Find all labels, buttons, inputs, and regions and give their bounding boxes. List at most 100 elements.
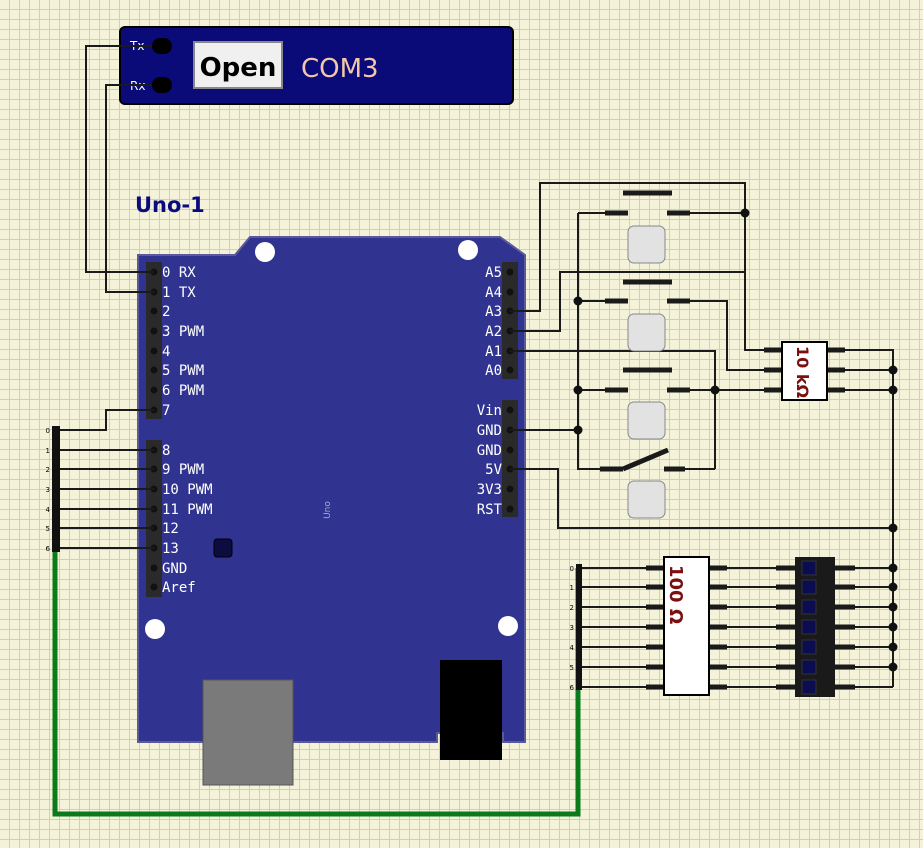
- button-cap[interactable]: [627, 401, 666, 440]
- mount-hole: [498, 616, 518, 636]
- button-cap[interactable]: [627, 225, 666, 264]
- junction-dots: [573, 208, 898, 672]
- pushbutton-2[interactable]: [605, 279, 690, 352]
- wire-tx-to-rx[interactable]: [85, 45, 154, 273]
- wire-btn2-right[interactable]: [690, 300, 780, 371]
- led-cell: [801, 599, 817, 615]
- right-bus-bar: [576, 564, 582, 690]
- wire-group: [60, 45, 894, 687]
- board-pin-label: 7: [162, 403, 170, 419]
- bus-pin-label: 6: [570, 684, 575, 692]
- board-pin-left[interactable]: [150, 366, 158, 374]
- wire-junction: [740, 208, 750, 218]
- led-cell: [801, 659, 817, 675]
- board-pin-label: 1 TX: [162, 285, 196, 301]
- open-button[interactable]: [193, 41, 283, 89]
- bus-pin-label: 2: [46, 466, 50, 474]
- led-cell: [801, 679, 817, 695]
- board-pin-left[interactable]: [150, 386, 158, 394]
- board-pin-left[interactable]: [150, 564, 158, 572]
- wire-5v[interactable]: [510, 349, 894, 529]
- wire-junction: [888, 523, 898, 533]
- wire-a3[interactable]: [510, 182, 780, 351]
- board-pin-right[interactable]: [506, 268, 514, 276]
- wire-rx-to-tx[interactable]: [105, 84, 154, 293]
- bus-pin-label: 6: [46, 545, 51, 553]
- wire-junction: [888, 642, 898, 652]
- mount-hole: [145, 619, 165, 639]
- board-pin-left[interactable]: [150, 307, 158, 315]
- board-pin-label: GND: [477, 443, 502, 459]
- green-bus-wire[interactable]: [52, 430, 581, 817]
- left-header-bottom: [146, 440, 162, 597]
- board-title: Uno-1: [135, 193, 205, 217]
- wire-junction: [710, 385, 720, 395]
- board-pin-label: 5V: [485, 462, 502, 478]
- board-pin-right[interactable]: [506, 485, 514, 493]
- board-pin-right[interactable]: [506, 366, 514, 374]
- wire-a1[interactable]: [510, 350, 716, 469]
- bus-pin-label: 3: [570, 624, 574, 632]
- wire-junction: [573, 296, 583, 306]
- board-pin-label: 2: [162, 304, 170, 320]
- bus-pin-label: 3: [46, 486, 50, 494]
- bus-pin-label: 4: [46, 506, 51, 514]
- board-pin-right[interactable]: [506, 288, 514, 296]
- board-pin-left[interactable]: [150, 347, 158, 355]
- led-array[interactable]: [795, 557, 835, 697]
- reset-button[interactable]: [213, 538, 233, 558]
- power-jack: [440, 660, 502, 760]
- bus-pin-label: 0: [46, 427, 50, 435]
- board-pin-label: Aref: [162, 580, 196, 596]
- led-cell: [801, 560, 817, 576]
- wire-pin7[interactable]: [60, 409, 154, 431]
- led-cell: [801, 639, 817, 655]
- tx-pin[interactable]: [152, 38, 172, 54]
- board-pin-label: 12: [162, 521, 179, 537]
- button-cap[interactable]: [627, 480, 666, 519]
- wire-a2[interactable]: [510, 271, 745, 332]
- resistor-pullup[interactable]: 10 kΩ: [764, 341, 845, 401]
- board-pin-label: 8: [162, 443, 170, 459]
- board-pin-label: 3 PWM: [162, 324, 204, 340]
- bus-pin-label: 5: [570, 664, 574, 672]
- right-header-analog: [502, 262, 518, 379]
- bus-pin-label: 0: [570, 565, 574, 573]
- board-pin-label: A1: [485, 344, 502, 360]
- button-cap[interactable]: [627, 313, 666, 352]
- switch-4[interactable]: [600, 447, 685, 519]
- wire-junction: [888, 602, 898, 612]
- wire-junction: [888, 582, 898, 592]
- rx-pin[interactable]: [152, 77, 172, 93]
- mount-hole: [255, 242, 275, 262]
- wire-junction: [888, 563, 898, 573]
- board-pin-label: A0: [485, 363, 502, 379]
- board-pin-label: 5 PWM: [162, 363, 204, 379]
- board-pin-label: 10 PWM: [162, 482, 213, 498]
- board-pin-left[interactable]: [150, 583, 158, 591]
- wire-junction: [573, 385, 583, 395]
- board-pin-right[interactable]: [506, 505, 514, 513]
- board-pin-label: A5: [485, 265, 502, 281]
- board-pin-label: A4: [485, 285, 502, 301]
- board-pin-label: RST: [477, 502, 503, 518]
- board-pin-right[interactable]: [506, 406, 514, 414]
- pushbutton-1[interactable]: [605, 190, 690, 264]
- open-button-label: Open: [200, 53, 277, 83]
- board-pin-label: A3: [485, 304, 502, 320]
- resistor-segments[interactable]: 100 Ω: [582, 556, 893, 696]
- board-pin-label: 6 PWM: [162, 383, 204, 399]
- board-silkscreen: Uno: [323, 501, 333, 519]
- board-pin-right[interactable]: [506, 446, 514, 454]
- pushbutton-3[interactable]: [605, 367, 690, 440]
- board-pin-left[interactable]: [150, 327, 158, 335]
- board-pin-label: GND: [477, 423, 502, 439]
- serial-port-component[interactable]: Tx Rx Open COM3: [119, 26, 514, 105]
